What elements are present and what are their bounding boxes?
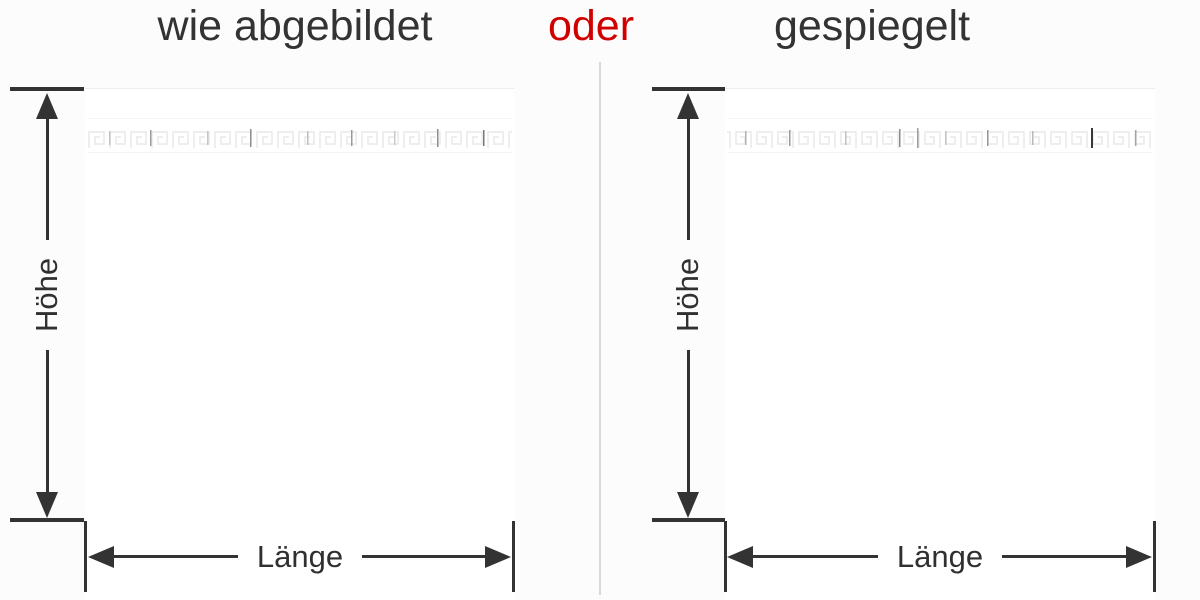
dimension-line xyxy=(687,350,690,495)
extension-line xyxy=(724,521,727,592)
extension-line xyxy=(652,87,725,91)
arrow-left-icon xyxy=(88,546,114,568)
dimension-line xyxy=(362,555,488,558)
arrow-left-icon xyxy=(727,546,753,568)
dimension-line xyxy=(46,115,49,240)
arrow-right-icon xyxy=(485,546,511,568)
decor-zone-top-line xyxy=(87,118,512,119)
extension-line xyxy=(10,518,84,522)
dimension-line xyxy=(1002,555,1128,558)
arrow-down-icon xyxy=(36,492,58,518)
extension-line xyxy=(652,518,725,522)
length-label: Länge xyxy=(256,539,344,574)
center-divider xyxy=(599,62,601,595)
glass-panel-mirrored xyxy=(725,88,1155,600)
glass-panel-as-shown xyxy=(85,88,514,600)
extension-line xyxy=(84,521,87,592)
title-mirrored: gespiegelt xyxy=(773,2,971,50)
arrow-right-icon xyxy=(1126,546,1152,568)
decor-pattern-strip-mirrored xyxy=(727,125,1152,150)
dimension-line xyxy=(46,350,49,495)
dimension-line xyxy=(112,555,238,558)
extension-line xyxy=(1153,521,1156,592)
decor-zone-top-line xyxy=(727,118,1153,119)
title-as-shown: wie abgebildet xyxy=(157,2,433,50)
title-or: oder xyxy=(547,2,635,50)
arrow-down-icon xyxy=(677,492,699,518)
arrow-up-icon xyxy=(677,93,699,119)
decor-zone-bottom-line xyxy=(87,152,512,153)
decor-zone-bottom-line xyxy=(727,152,1153,153)
height-label: Höhe xyxy=(670,257,705,333)
extension-line xyxy=(512,521,515,592)
arrow-up-icon xyxy=(36,93,58,119)
extension-line xyxy=(10,87,84,91)
height-label: Höhe xyxy=(29,257,64,333)
decor-pattern-strip xyxy=(87,125,512,150)
dimension-line xyxy=(687,115,690,240)
dimension-line xyxy=(752,555,878,558)
length-label: Länge xyxy=(896,539,984,574)
